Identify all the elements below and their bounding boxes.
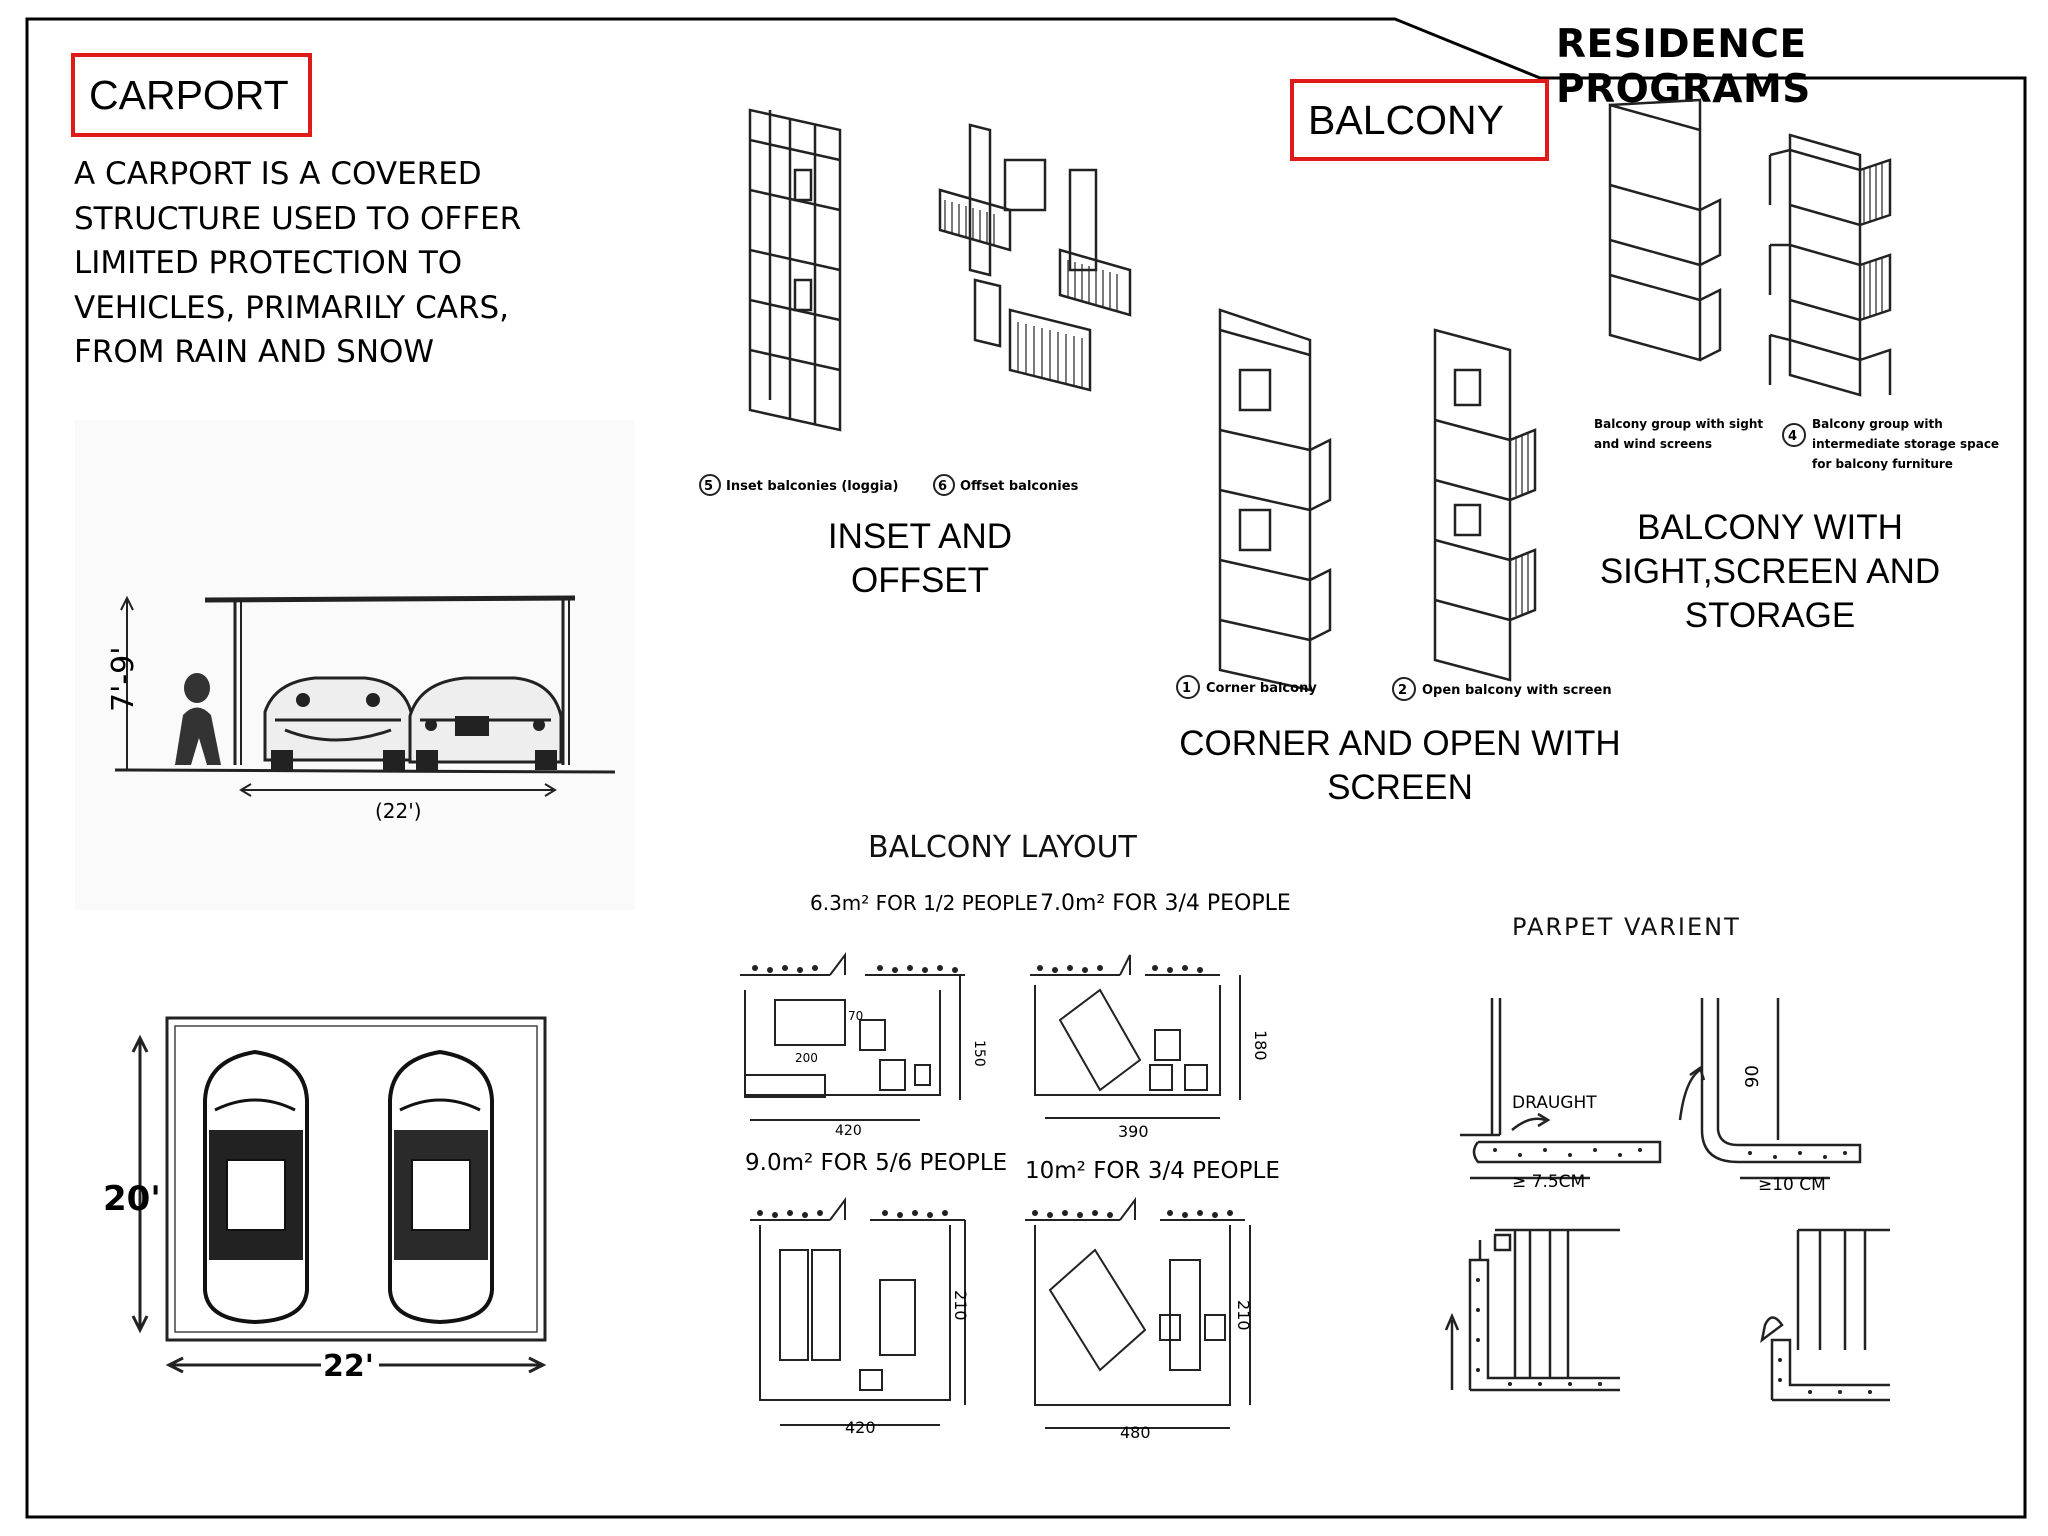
layout-cell4-height: 210 <box>1234 1300 1253 1331</box>
layout-cell1-inner-height: 70 <box>848 1009 863 1023</box>
carport-heading: CARPORT <box>71 53 312 137</box>
balcony-heading-text: BALCONY <box>1308 96 1504 143</box>
fig5-number: 5 <box>704 479 713 494</box>
layout-cell1-inner-width: 200 <box>795 1051 818 1065</box>
fig6-number: 6 <box>938 479 947 494</box>
corner-open-sketch: 1 Corner balcony 2 Open balcony with scr… <box>1176 308 1612 701</box>
fig2-label: Open balcony with screen <box>1422 683 1612 698</box>
carport-elevation-height: 7'-9' <box>106 647 141 713</box>
fig1-number: 1 <box>1182 681 1191 696</box>
carport-description: A CARPORT IS A COVERED STRUCTURE USED TO… <box>74 156 522 370</box>
corner-open-caption: CORNER AND OPEN WITH SCREEN <box>1179 724 1621 807</box>
inset-offset-caption: INSET AND OFFSET <box>827 517 1013 600</box>
carport-elevation-width: (22') <box>375 799 422 823</box>
carport-plan-width: 22' <box>323 1349 374 1384</box>
parapet-dim-variant1: ≥ 7.5CM <box>1512 1172 1585 1192</box>
fig4-label-line2: intermediate storage space <box>1812 437 1999 451</box>
layout-cell4-label: 10m² FOR 3/4 PEOPLE <box>1025 1158 1280 1184</box>
fig4-number: 4 <box>1788 429 1797 444</box>
sight-storage-caption: BALCONY WITH SIGHT,SCREEN AND STORAGE <box>1599 508 1941 635</box>
layout-cell1-width: 420 <box>835 1123 862 1139</box>
balcony-layout-title: BALCONY LAYOUT <box>868 830 1137 865</box>
layout-cell3-label: 9.0m² FOR 5/6 PEOPLE <box>745 1150 1007 1176</box>
carport-heading-text: CARPORT <box>89 71 289 118</box>
parapet-dim-variant2: ≥10 CM <box>1758 1175 1826 1195</box>
fig3-label-line2: and wind screens <box>1594 437 1712 451</box>
inset-offset-sketch: 5 Inset balconies (loggia) 6 Offset balc… <box>699 108 1132 496</box>
balcony-heading: BALCONY <box>1290 79 1549 161</box>
page-title: RESIDENCE PROGRAMS <box>1556 22 1811 112</box>
balcony-layout-sketch: 6.3m² FOR 1/2 PEOPLE 7.0m² FOR 3/4 PEOPL… <box>740 891 1291 1442</box>
layout-cell1-label: 6.3m² FOR 1/2 PEOPLE <box>810 891 1038 915</box>
fig1-label: Corner balcony <box>1206 681 1317 696</box>
fig3-label-line1: Balcony group with sight <box>1594 417 1763 431</box>
layout-cell1-height: 150 <box>971 1040 987 1067</box>
parapet-sketch: DRAUGHT ≥ 7.5CM ≥10 CM 90 <box>1444 998 1890 1402</box>
fig4-label-line3: for balcony furniture <box>1812 457 1953 471</box>
fig5-label: Inset balconies (loggia) <box>726 479 898 494</box>
layout-cell2-width: 390 <box>1118 1122 1149 1141</box>
layout-cell2-label: 7.0m² FOR 3/4 PEOPLE <box>1040 891 1291 916</box>
fig6-label: Offset balconies <box>960 479 1079 494</box>
carport-plan-depth: 20' <box>103 1179 161 1219</box>
fig2-number: 2 <box>1398 683 1407 698</box>
carport-elevation-sketch: 7'-9' (22') <box>75 420 635 910</box>
parapet-title: PARPET VARIENT <box>1512 913 1741 941</box>
layout-cell4-width: 480 <box>1120 1423 1151 1442</box>
parapet-draught-label: DRAUGHT <box>1512 1093 1597 1113</box>
carport-plan-sketch: 20' 22' <box>103 1016 547 1384</box>
layout-cell3-width: 420 <box>845 1418 876 1437</box>
sight-storage-sketch: Balcony group with sight and wind screen… <box>1594 98 1999 471</box>
layout-cell2-height: 180 <box>1251 1030 1270 1061</box>
layout-cell3-height: 210 <box>951 1290 970 1321</box>
parapet-height: 90 <box>1742 1065 1763 1088</box>
fig4-label-line1: Balcony group with <box>1812 417 1943 431</box>
